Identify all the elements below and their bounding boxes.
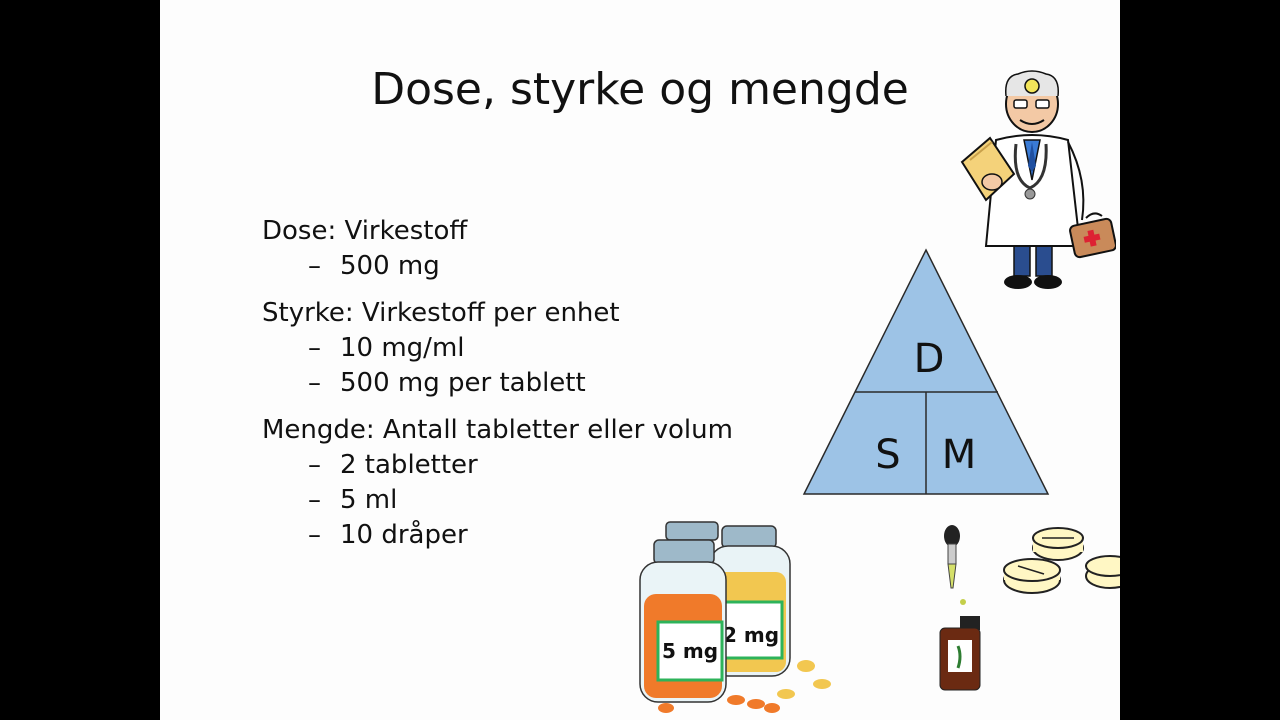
- triangle-label-m: M: [942, 432, 977, 478]
- doctor-icon: [960, 70, 1116, 289]
- pill-bottles-icon: 2 mg 5 mg: [639, 521, 831, 713]
- triangle-label-s: S: [875, 432, 900, 478]
- slide-content: Dose: Virkestoff –500 mg Styrke: Virkest…: [262, 214, 733, 565]
- section-heading: Dose: Virkestoff: [262, 216, 468, 246]
- section-heading: Styrke: Virkestoff per enhet: [262, 298, 620, 328]
- section-styrke: Styrke: Virkestoff per enhet –10 mg/ml –…: [262, 296, 733, 401]
- dropper-bottle-icon: [939, 525, 981, 691]
- bullet-item: –2 tabletter: [308, 450, 478, 480]
- section-dose: Dose: Virkestoff –500 mg: [262, 214, 733, 284]
- section-heading: Mengde: Antall tabletter eller volum: [262, 415, 733, 445]
- bullet-item: –5 ml: [308, 485, 398, 515]
- slide-title: Dose, styrke og mengde: [371, 64, 909, 115]
- tablets-icon: [1003, 527, 1120, 594]
- bottle-label-2mg: 2 mg: [723, 623, 779, 647]
- triangle-label-d: D: [914, 336, 945, 382]
- bottle-label-5mg: 5 mg: [662, 639, 718, 663]
- bullet-item: –10 mg/ml: [308, 333, 465, 363]
- slide: Dose, styrke og mengde Dose: Virkestoff …: [160, 0, 1120, 720]
- dsm-triangle: D S M: [802, 248, 1050, 495]
- section-mengde: Mengde: Antall tabletter eller volum –2 …: [262, 413, 733, 553]
- bullet-item: –500 mg: [308, 251, 440, 281]
- bullet-item: –500 mg per tablett: [308, 368, 586, 398]
- bullet-item: –10 dråper: [308, 520, 468, 550]
